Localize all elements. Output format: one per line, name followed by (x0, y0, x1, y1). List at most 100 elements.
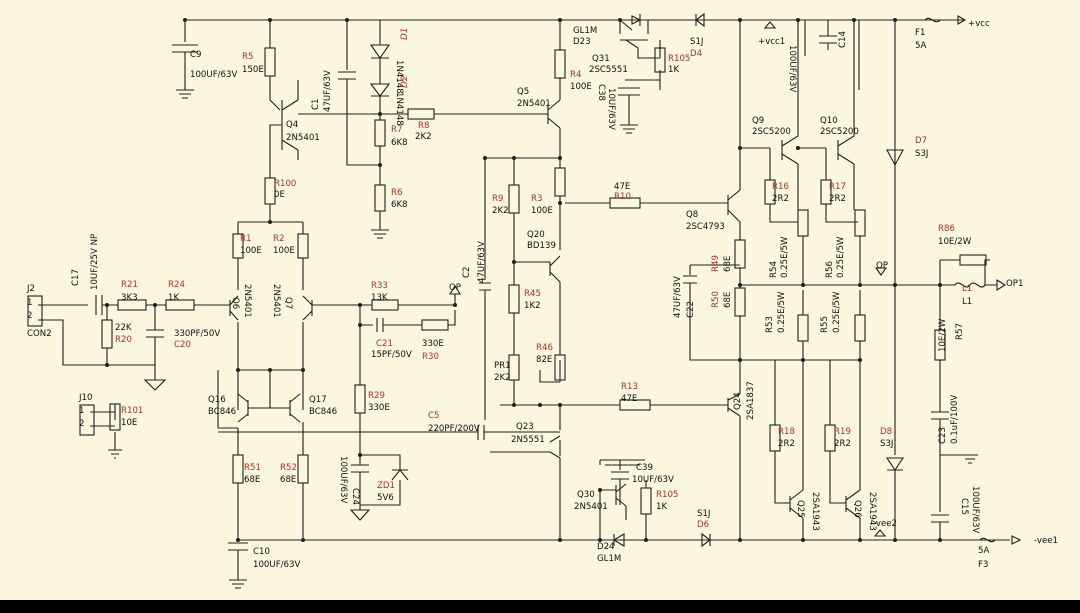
component-label: R3 (531, 194, 542, 204)
component-label: 0.25E/5W (836, 236, 846, 278)
component-label: 47E (621, 394, 637, 404)
component-label: S3J (915, 149, 928, 159)
component-label: F1 (915, 28, 925, 38)
component-label: 10E/2W (938, 237, 972, 247)
component-label: 2 (79, 419, 84, 429)
junction-dot (738, 538, 742, 542)
component-label: R101 (121, 406, 143, 416)
component-label: 1K (668, 65, 679, 75)
component-label: R13 (621, 382, 638, 392)
component-label: D1 (400, 27, 410, 40)
component-label: CON2 (27, 329, 52, 339)
component-label: C15 (959, 498, 969, 515)
component-label: C2 (462, 267, 472, 278)
component-label: R21 (121, 280, 138, 290)
component-label: Q7 (283, 297, 293, 309)
junction-dot (738, 146, 742, 150)
component-label: 100E (570, 82, 592, 92)
junction-dot (893, 283, 897, 287)
component-label: 1K (168, 293, 179, 303)
component-label: R33 (371, 281, 388, 291)
component-label: R7 (391, 125, 402, 135)
component-label: C38 (596, 84, 606, 101)
junction-dot (801, 358, 805, 362)
component-label: Q25 (795, 500, 805, 518)
component-label: 68E (723, 256, 733, 272)
junction-dot (453, 303, 457, 307)
junction-dot (105, 363, 109, 367)
component-label: 0.1uF/100V (950, 395, 960, 444)
component-label: R16 (772, 182, 789, 192)
component-label: C21 (376, 339, 393, 349)
component-label: 10E/2W (938, 318, 948, 352)
component-label: 10E (121, 418, 137, 428)
component-label: R49 (711, 255, 721, 272)
component-label: C9 (190, 50, 201, 60)
bottom-bar (0, 600, 1080, 613)
component-label: 82E (536, 355, 552, 365)
component-label: R50 (711, 291, 721, 308)
junction-dot (512, 156, 516, 160)
component-label: D7 (915, 136, 927, 146)
component-label: 2R2 (829, 194, 846, 204)
component-label: 2N5401 (517, 99, 551, 109)
component-label: Q17 (309, 395, 327, 405)
component-label: 2SA1943 (810, 492, 820, 531)
component-label: 0.25E/5W (832, 291, 842, 333)
junction-dot (153, 303, 157, 307)
component-label: R46 (536, 343, 553, 353)
junction-dot (558, 156, 562, 160)
junction-dot (378, 163, 382, 167)
junction-dot (268, 18, 272, 22)
component-label: R6 (391, 188, 402, 198)
junction-dot (378, 112, 382, 116)
junction-dot (893, 18, 897, 22)
component-label: 330PF/50V (174, 329, 220, 339)
junction-dot (558, 18, 562, 22)
component-label: R17 (829, 182, 846, 192)
junction-dot (938, 283, 942, 287)
junction-dot (512, 403, 516, 407)
component-label: 2SC5551 (589, 65, 628, 75)
component-label: 2N5551 (511, 435, 545, 445)
component-label: 100UF/63V (338, 456, 348, 503)
junction-dot (858, 358, 862, 362)
component-label: C39 (636, 463, 653, 473)
component-label: OP1 (1006, 279, 1023, 289)
component-label: BD139 (527, 241, 556, 251)
component-label: Q5 (517, 87, 529, 97)
junction-dot (236, 538, 240, 542)
junction-dot (598, 488, 602, 492)
component-label: Q9 (752, 116, 764, 126)
component-label: 2N5401 (242, 284, 252, 318)
component-label: J2 (26, 284, 35, 294)
component-label: 5A (915, 41, 926, 51)
component-label: D4 (690, 49, 702, 59)
component-label: 2K2 (494, 373, 511, 383)
component-label: 0E (274, 190, 285, 200)
component-label: 68E (280, 475, 296, 485)
component-label: Q6 (230, 297, 240, 309)
component-label: C5 (428, 411, 439, 421)
component-label: 100UF/63V (190, 70, 237, 80)
component-label: 3K3 (121, 293, 138, 303)
component-label: 100E (273, 246, 295, 256)
component-label: Q20 (527, 230, 545, 240)
component-label: D8 (880, 427, 892, 437)
component-label: 10UF/63V (632, 475, 674, 485)
component-label: 1 (79, 406, 84, 416)
component-label: C1 (311, 99, 321, 110)
component-label: 2K2 (492, 206, 509, 216)
component-label: 330E (368, 403, 390, 413)
junction-dot (301, 538, 305, 542)
component-label: C22 (686, 301, 696, 318)
component-label: S1J (697, 509, 710, 519)
component-label: R57 (955, 323, 965, 340)
junction-dot (538, 403, 542, 407)
component-label: R1 (240, 234, 251, 244)
component-label: R30 (422, 352, 439, 362)
junction-dot (268, 220, 272, 224)
component-label: Q10 (820, 116, 838, 126)
junction-dot (358, 453, 362, 457)
junction-dot (301, 368, 305, 372)
